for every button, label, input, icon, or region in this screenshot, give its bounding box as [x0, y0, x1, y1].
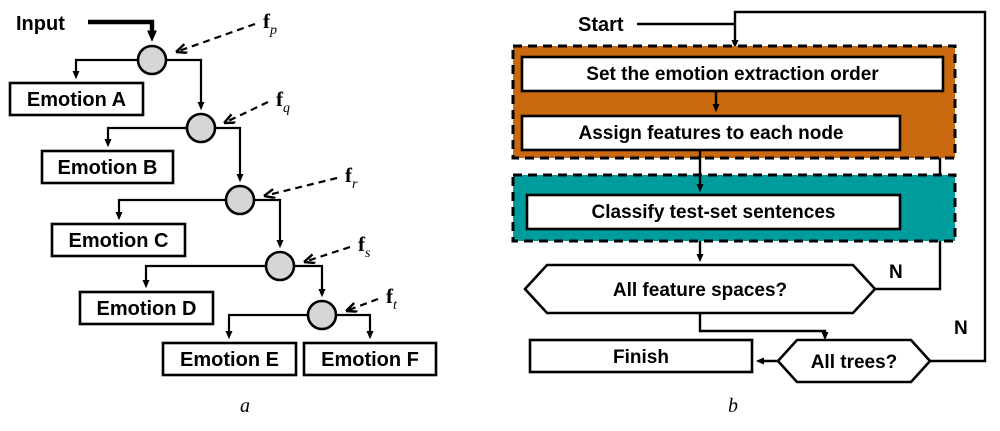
edge-p-q [166, 58, 205, 111]
feature-label-s: fs [358, 232, 371, 261]
panel-a-feature-arrows [176, 22, 379, 311]
decision-all-feature-spaces[interactable]: All feature spaces? [523, 263, 877, 315]
feature-arrow-t [346, 297, 379, 311]
panel-a-caption: a [240, 395, 250, 417]
input-label: Input [16, 13, 65, 35]
start-label: Start [578, 14, 624, 36]
emotion-box-f-label: Emotion F [321, 349, 419, 371]
testing-group: Classify test-set sentences [511, 173, 957, 243]
decision-all-feature-spaces-label: All feature spaces? [613, 280, 787, 301]
edge-featurespaces-to-alltrees [698, 313, 829, 341]
panel-a-emotion-boxes: Emotion A Emotion B Emotion C Emotion D … [8, 81, 438, 377]
edge-s-t [294, 264, 326, 298]
branch-label-feature-spaces-no: N [889, 262, 903, 283]
edge-r-s [254, 198, 284, 249]
tree-node-t[interactable] [306, 299, 338, 331]
panel-a-feature-labels: fp fq fr fs ft [263, 9, 398, 313]
emotion-box-e[interactable]: Emotion E [161, 341, 298, 377]
feature-label-r: fr [345, 163, 358, 192]
tree-node-q[interactable] [185, 112, 217, 144]
step-classify-label: Classify test-set sentences [592, 202, 836, 223]
panel-b-feedback-outer [731, 10, 987, 363]
feature-arrow-p [176, 22, 256, 52]
emotion-box-b-label: Emotion B [58, 157, 158, 179]
feature-label-p: fp [263, 9, 277, 38]
tree-node-s[interactable] [264, 250, 296, 282]
edge-q-emotionB [104, 126, 187, 148]
feature-arrow-q [224, 101, 269, 123]
emotion-box-d[interactable]: Emotion D [78, 290, 215, 326]
edge-s-emotionD [142, 264, 266, 289]
edge-t-emotionE [225, 313, 308, 340]
input-arrow [88, 19, 157, 42]
emotion-box-e-label: Emotion E [180, 349, 279, 371]
emotion-box-c[interactable]: Emotion C [50, 222, 187, 258]
panel-a-nodes [136, 44, 338, 331]
step-set-order-label: Set the emotion extraction order [586, 64, 879, 85]
step-assign-features[interactable]: Assign features to each node [520, 114, 902, 152]
tree-node-r[interactable] [224, 184, 256, 216]
emotion-box-a-label: Emotion A [27, 89, 126, 111]
feature-arrow-s [304, 245, 351, 262]
decision-all-trees[interactable]: All trees? [776, 338, 932, 384]
feature-label-t: ft [386, 284, 398, 313]
edge-q-r [215, 126, 244, 183]
step-assign-features-label: Assign features to each node [578, 123, 843, 144]
step-classify[interactable]: Classify test-set sentences [525, 193, 902, 231]
feature-label-q: fq [276, 87, 290, 116]
panel-a-edges [72, 19, 374, 340]
panel-b-caption: b [728, 395, 738, 417]
terminal-finish-label: Finish [613, 347, 669, 368]
branch-label-all-trees-no: N [954, 318, 968, 339]
edge-t-emotionF [336, 313, 374, 340]
emotion-box-c-label: Emotion C [69, 230, 169, 252]
edge-p-emotionA [72, 58, 138, 80]
feature-arrow-r [264, 176, 338, 196]
decision-all-trees-label: All trees? [811, 352, 898, 373]
step-set-order[interactable]: Set the emotion extraction order [520, 55, 945, 93]
edge-r-emotionC [115, 198, 226, 221]
emotion-box-d-label: Emotion D [97, 298, 197, 320]
emotion-box-f[interactable]: Emotion F [302, 341, 438, 377]
edge-alltrees-no-to-start [731, 10, 987, 363]
training-group: Set the emotion extraction order Assign … [511, 44, 957, 160]
emotion-box-b[interactable]: Emotion B [40, 149, 175, 185]
tree-node-p[interactable] [136, 44, 168, 76]
emotion-box-a[interactable]: Emotion A [8, 81, 145, 117]
terminal-finish[interactable]: Finish [528, 338, 754, 374]
